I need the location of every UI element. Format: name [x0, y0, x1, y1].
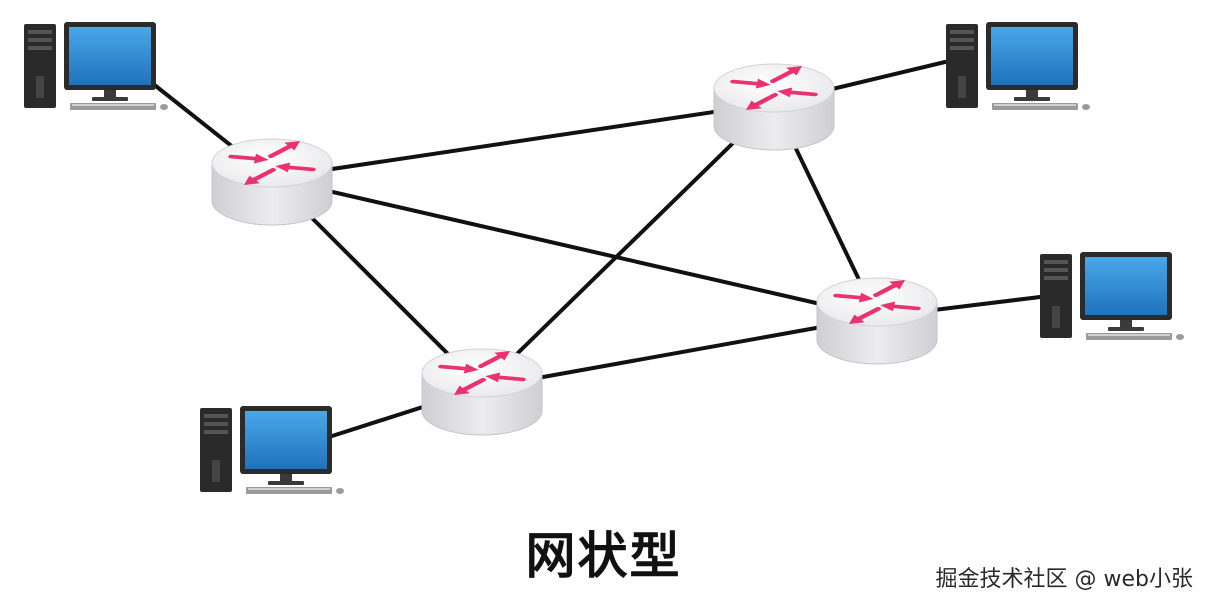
- computer-1: [24, 22, 168, 110]
- computer-3: [1040, 252, 1184, 340]
- desktop-computer-icon: [1040, 252, 1184, 340]
- nodes-layer: [24, 22, 1184, 494]
- desktop-computer-icon: [24, 22, 168, 110]
- router-4: [816, 277, 938, 365]
- watermark-text: 掘金技术社区 @ web小张: [935, 567, 1193, 592]
- links-layer: [150, 60, 1042, 439]
- computer-4: [200, 406, 344, 494]
- computer-2: [946, 22, 1090, 110]
- router-1: [211, 138, 333, 226]
- router-icon: [713, 63, 835, 151]
- link-router-3-router-4: [480, 315, 879, 390]
- link-router-1-router-4: [270, 176, 879, 319]
- router-icon: [421, 348, 543, 436]
- router-3: [421, 348, 543, 436]
- desktop-computer-icon: [200, 406, 344, 494]
- link-router-2-router-3: [480, 101, 776, 390]
- router-icon: [211, 138, 333, 226]
- link-router-1-router-2: [270, 101, 776, 180]
- router-2: [713, 63, 835, 151]
- router-icon: [816, 277, 938, 365]
- desktop-computer-icon: [946, 22, 1090, 110]
- diagram-caption: 网状型: [525, 527, 682, 585]
